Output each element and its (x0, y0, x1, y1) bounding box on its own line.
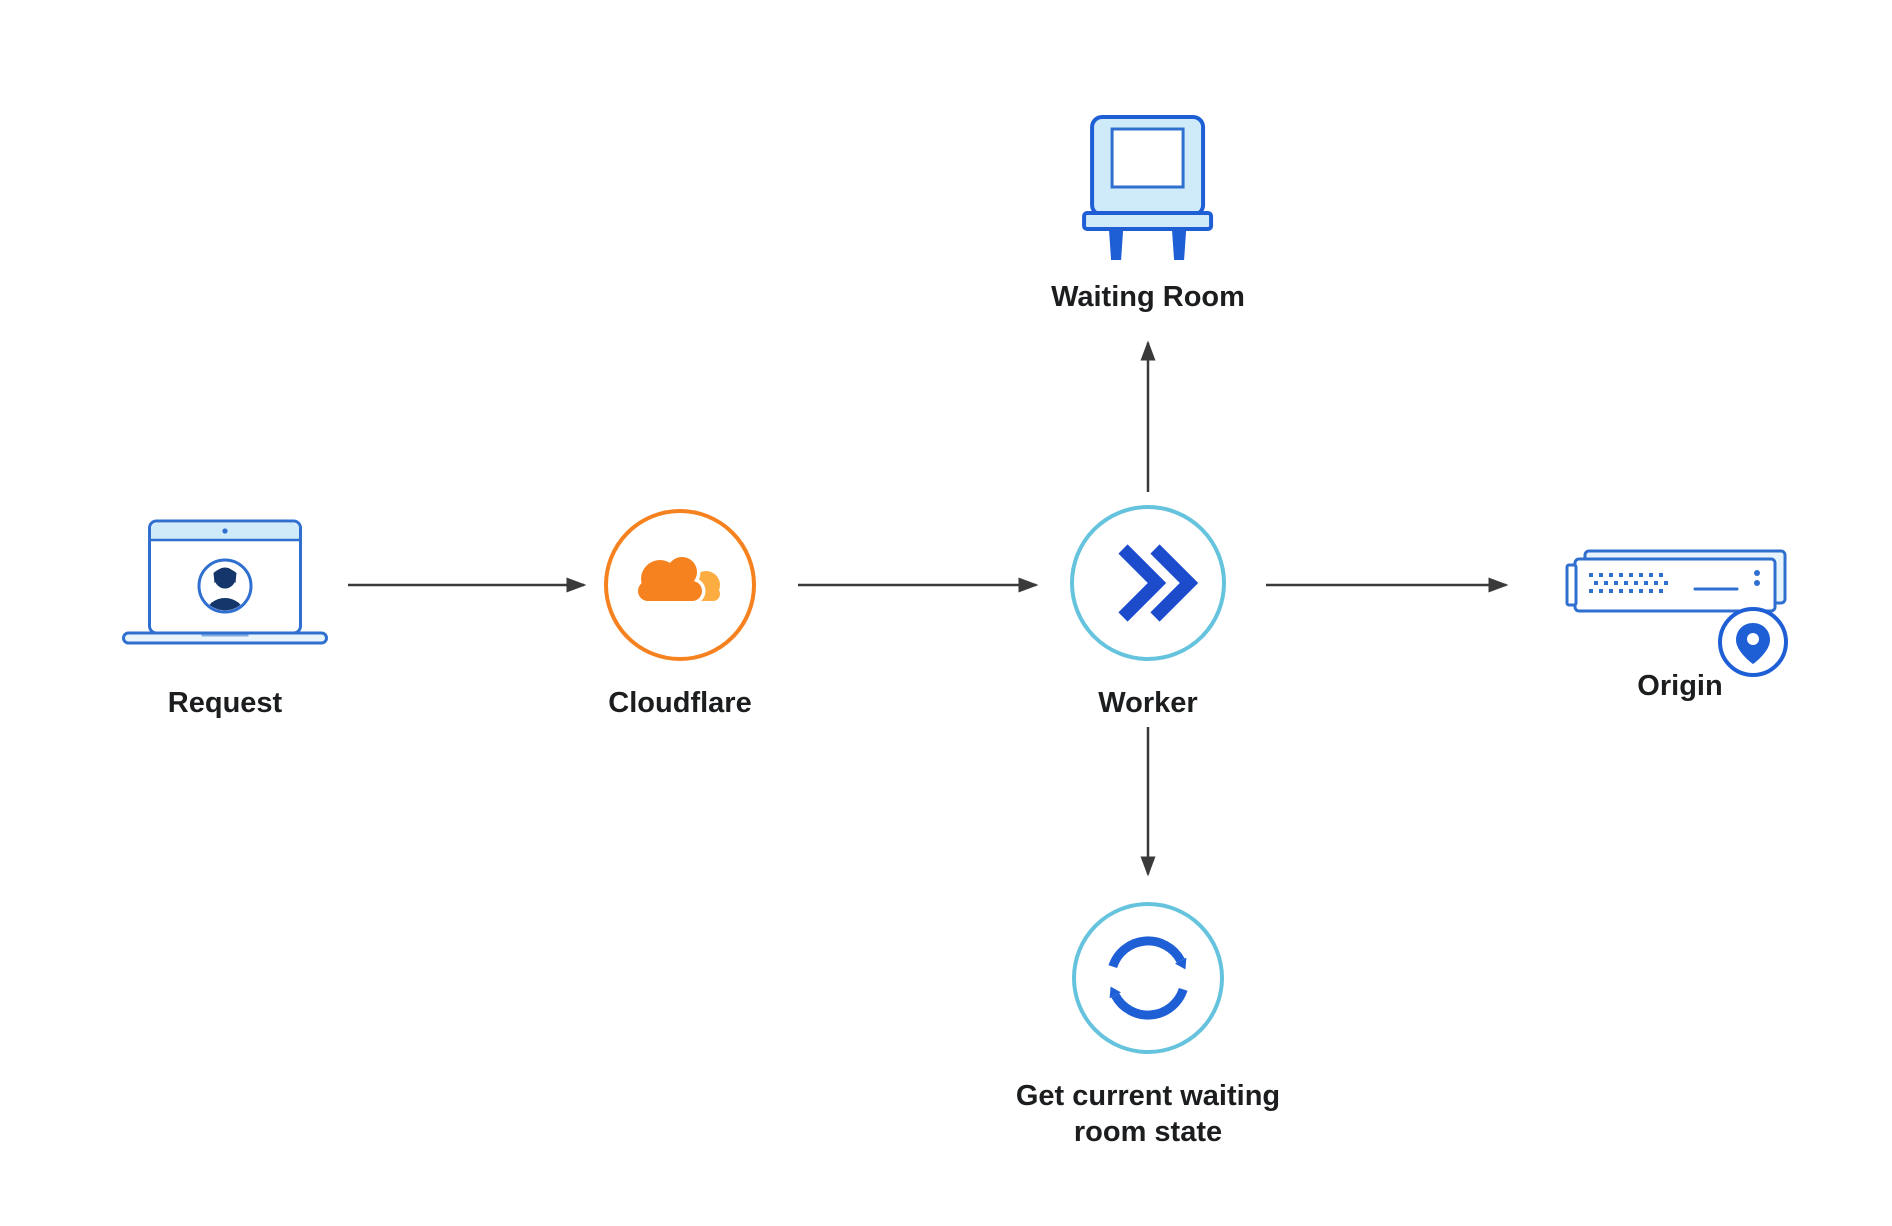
node-label-waiting-room-state: Get current waiting room state (1015, 1080, 1281, 1149)
node-label-cloudflare: Cloudflare (608, 687, 752, 719)
cloudflare-logo-icon (604, 509, 756, 661)
server-dot-grid (1589, 573, 1668, 593)
node-origin: Origin (1565, 545, 1795, 704)
node-label-waiting-room: Waiting Room (1051, 281, 1245, 313)
node-waiting-room-state: Get current waiting room state (998, 900, 1298, 1151)
node-request: Request (118, 515, 333, 721)
worker-chevrons-icon (1070, 505, 1226, 661)
server-location-icon (1565, 549, 1788, 677)
node-label-origin: Origin (1637, 670, 1723, 702)
node-label-worker: Worker (1098, 687, 1198, 719)
sync-icon (1072, 902, 1224, 1054)
node-label-request: Request (167, 687, 283, 719)
node-worker: Worker (1068, 503, 1228, 721)
node-cloudflare: Cloudflare (602, 507, 758, 721)
cloudflare-main-cloud (638, 557, 702, 601)
laptop-user-icon (122, 519, 328, 645)
node-waiting-room: Waiting Room (1051, 113, 1245, 315)
armchair-icon (1082, 115, 1214, 260)
